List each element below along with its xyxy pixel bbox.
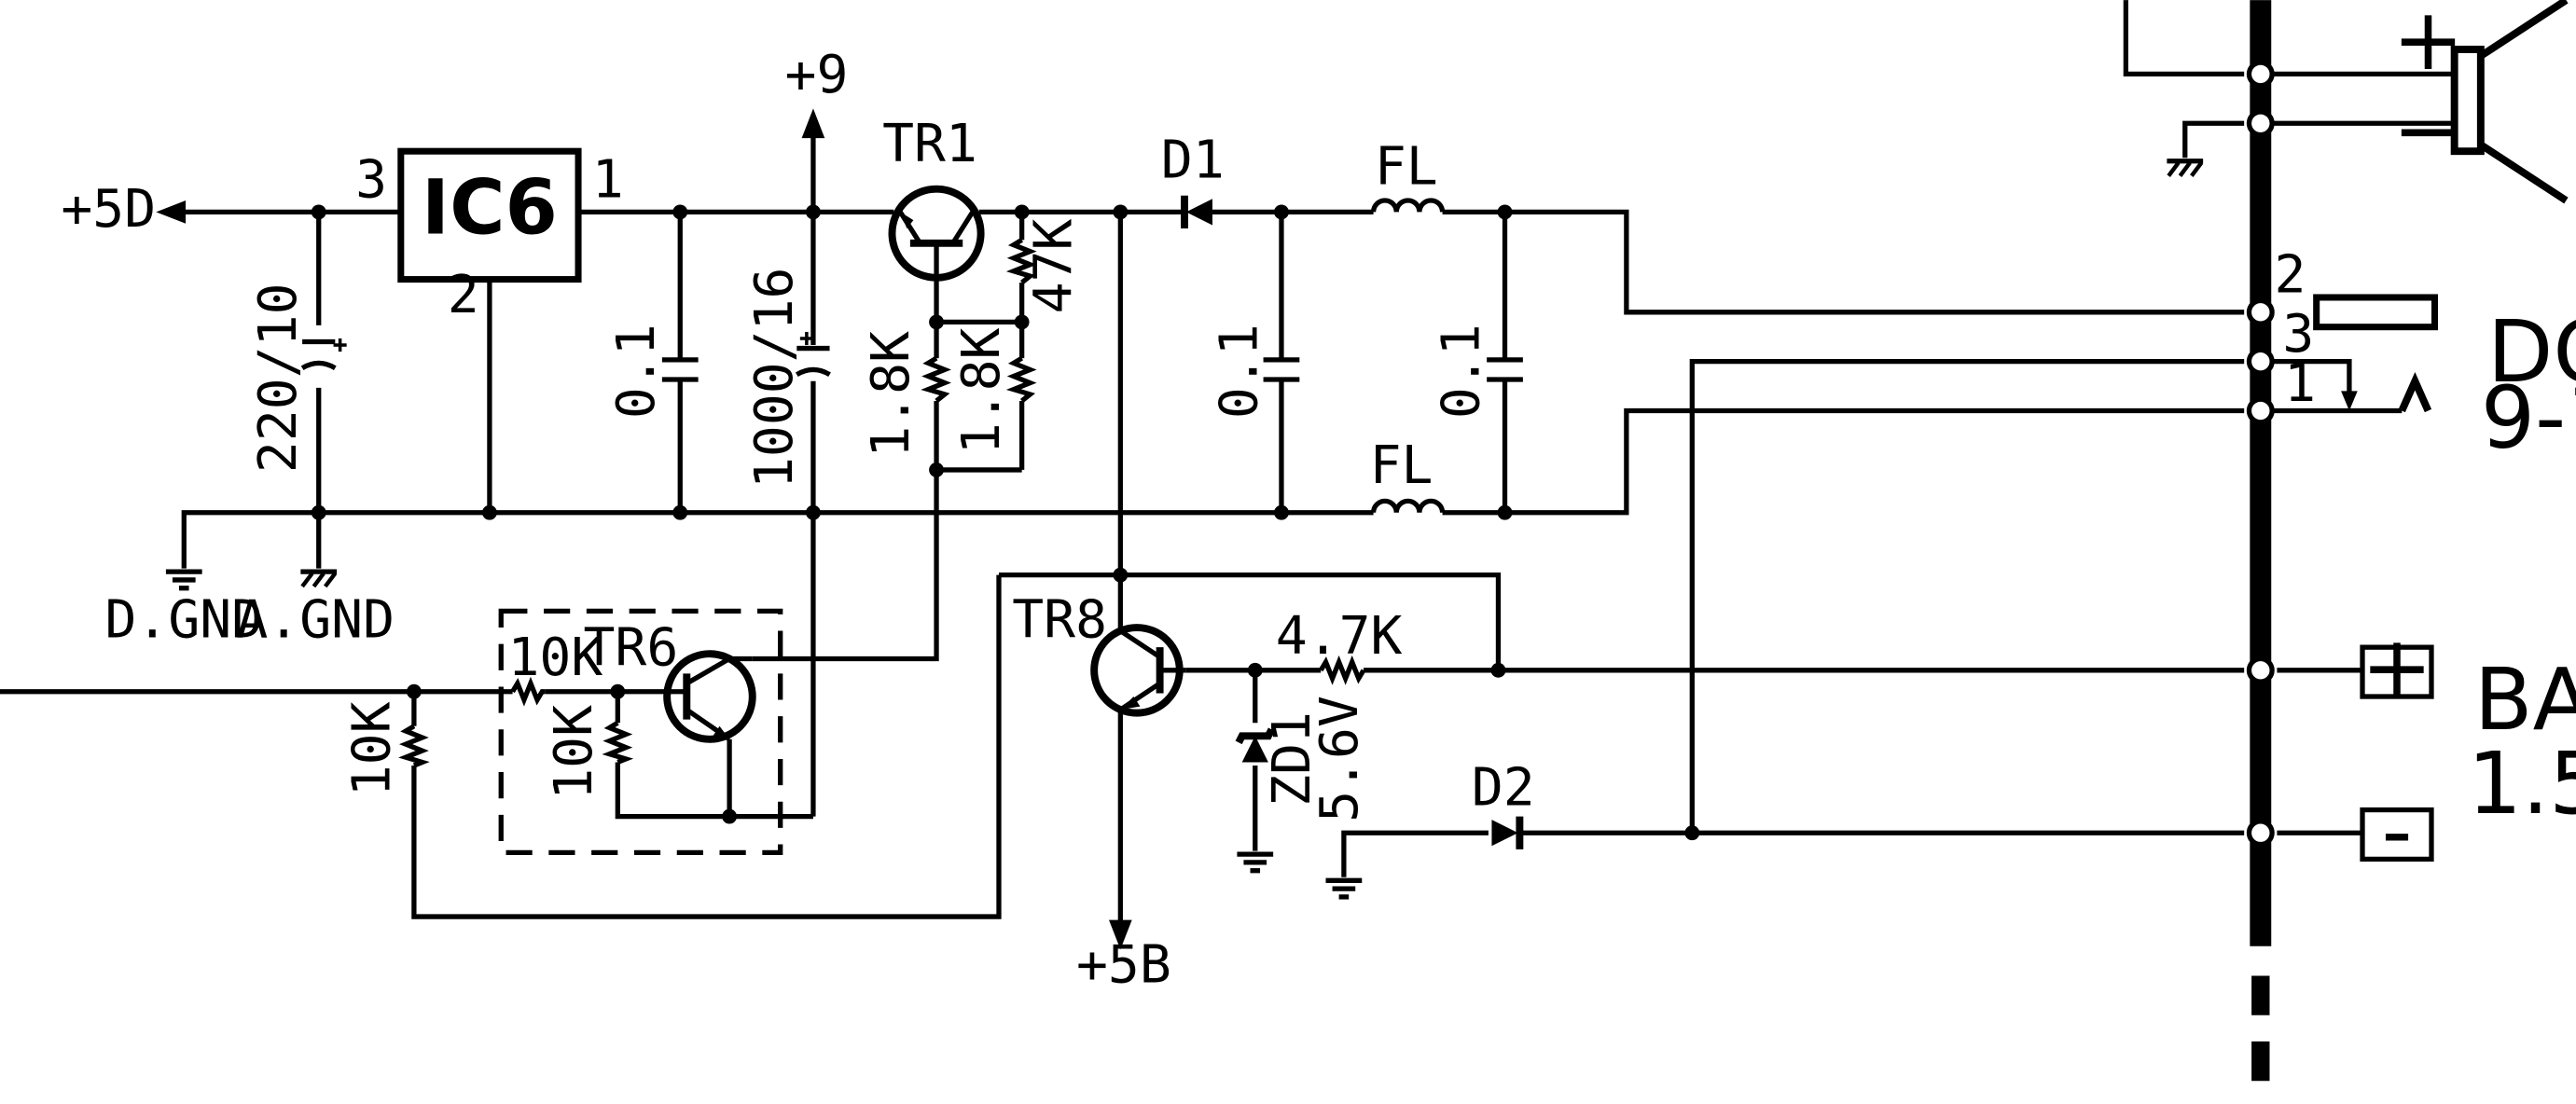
- tr8-label: TR8: [1012, 590, 1107, 651]
- transistor-tr1: TR1: [882, 114, 985, 282]
- zd1-value-label: 5.6V: [1309, 696, 1370, 822]
- speaker-plus-label: +: [2392, 0, 2464, 90]
- ic6-label: IC6: [422, 164, 558, 252]
- bat-label-line2: 1.5V: [2468, 734, 2576, 834]
- resistor-1-8k-a: 1.8K: [861, 331, 951, 458]
- tr6-module-outline: [498, 608, 783, 855]
- dc-label-line1: DC: [2487, 302, 2576, 402]
- dc-label-line2: 9-1: [2481, 367, 2576, 467]
- resistor-1-8k-b: 1.8K: [951, 327, 1037, 454]
- dc-jack: 2 3 1 DC 9-1: [2275, 245, 2576, 468]
- transistor-tr6: TR6: [584, 618, 756, 817]
- cap-0-1-a-label: 0.1: [606, 324, 667, 419]
- tr6-label: TR6: [584, 618, 679, 679]
- jack-pin2-label: 2: [2275, 245, 2306, 306]
- plus5b-arrow: [1108, 919, 1132, 950]
- plus5b-label: +5B: [1076, 935, 1171, 996]
- plus5d-label: +5D: [61, 179, 156, 240]
- resistor-47k: 47K: [1005, 219, 1084, 314]
- transistor-tr8: TR8: [1012, 590, 1186, 717]
- resistor-10k-series: 10K: [507, 628, 602, 707]
- resistor-10k-ext-label: 10K: [341, 701, 402, 796]
- plus5d-arrow: [156, 200, 187, 224]
- d2-label: D2: [1472, 757, 1535, 818]
- resistor-10k-bias: 10K: [544, 705, 634, 800]
- ground-d-gnd: D.GND: [104, 572, 263, 651]
- ic6-pin1-label: 1: [592, 150, 624, 211]
- capacitor-220-10: 220/10: [248, 283, 347, 473]
- cap-1000-16-label: 1000/16: [744, 268, 805, 490]
- cap-0-1-b-label: 0.1: [1210, 324, 1270, 419]
- resistor-47k-label: 47K: [1023, 219, 1084, 314]
- speaker-minus-label: −: [2392, 80, 2464, 180]
- capacitor-1000-16: 1000/16: [744, 268, 831, 490]
- ground-a-gnd: A.GND: [236, 572, 395, 651]
- inductor-fl-bottom: FL: [1370, 435, 1446, 513]
- resistor-10k-series-label: 10K: [507, 628, 602, 688]
- tr1-label: TR1: [882, 114, 977, 174]
- capacitor-0-1-b: 0.1: [1210, 324, 1300, 419]
- diode-d2: D2: [1326, 757, 1535, 897]
- ic6-pin3-label: 3: [355, 150, 387, 211]
- jack-pin1-label: 1: [2284, 353, 2316, 414]
- ic6-regulator: IC6 3 1 2: [355, 147, 624, 325]
- bat-minus-label: -: [2381, 781, 2412, 881]
- ic6-pin2-label: 2: [448, 265, 479, 325]
- fl-bottom-label: FL: [1370, 435, 1433, 496]
- resistor-1-8k-a-label: 1.8K: [861, 331, 921, 458]
- capacitor-0-1-a: 0.1: [606, 324, 699, 419]
- inductor-fl-top: FL: [1370, 136, 1446, 213]
- speaker: + −: [2167, 0, 2569, 204]
- jack-pin3-label: 3: [2282, 304, 2314, 365]
- diode-d1: D1: [1161, 130, 1225, 228]
- plus9-arrow: [801, 108, 825, 139]
- fl-top-label: FL: [1375, 136, 1438, 197]
- connector-pins: [2246, 60, 2275, 848]
- resistor-4-7k: 4.7K: [1276, 606, 1403, 685]
- wiring: [0, 0, 2455, 950]
- bat-plus-label: +: [2361, 617, 2433, 717]
- battery-terminals: + - BAT 1.5V: [2360, 617, 2576, 881]
- resistor-10k-ext: 10K: [341, 701, 430, 796]
- cap-220-10-label: 220/10: [248, 283, 309, 473]
- capacitor-0-1-c: 0.1: [1431, 324, 1523, 419]
- d1-label: D1: [1161, 130, 1225, 190]
- resistor-4-7k-label: 4.7K: [1276, 606, 1403, 667]
- junction-dots: [311, 204, 1700, 841]
- d-gnd-label: D.GND: [104, 590, 263, 651]
- plus9-label: +9: [785, 45, 849, 105]
- cap-0-1-c-label: 0.1: [1431, 324, 1491, 419]
- zd1-label: ZD1: [1262, 711, 1323, 807]
- bat-label-line1: BAT: [2474, 650, 2576, 750]
- resistor-1-8k-b-label: 1.8K: [951, 327, 1012, 454]
- zener-zd1: ZD1 5.6V: [1237, 696, 1370, 871]
- a-gnd-label: A.GND: [236, 590, 395, 651]
- resistor-10k-bias-label: 10K: [544, 705, 604, 800]
